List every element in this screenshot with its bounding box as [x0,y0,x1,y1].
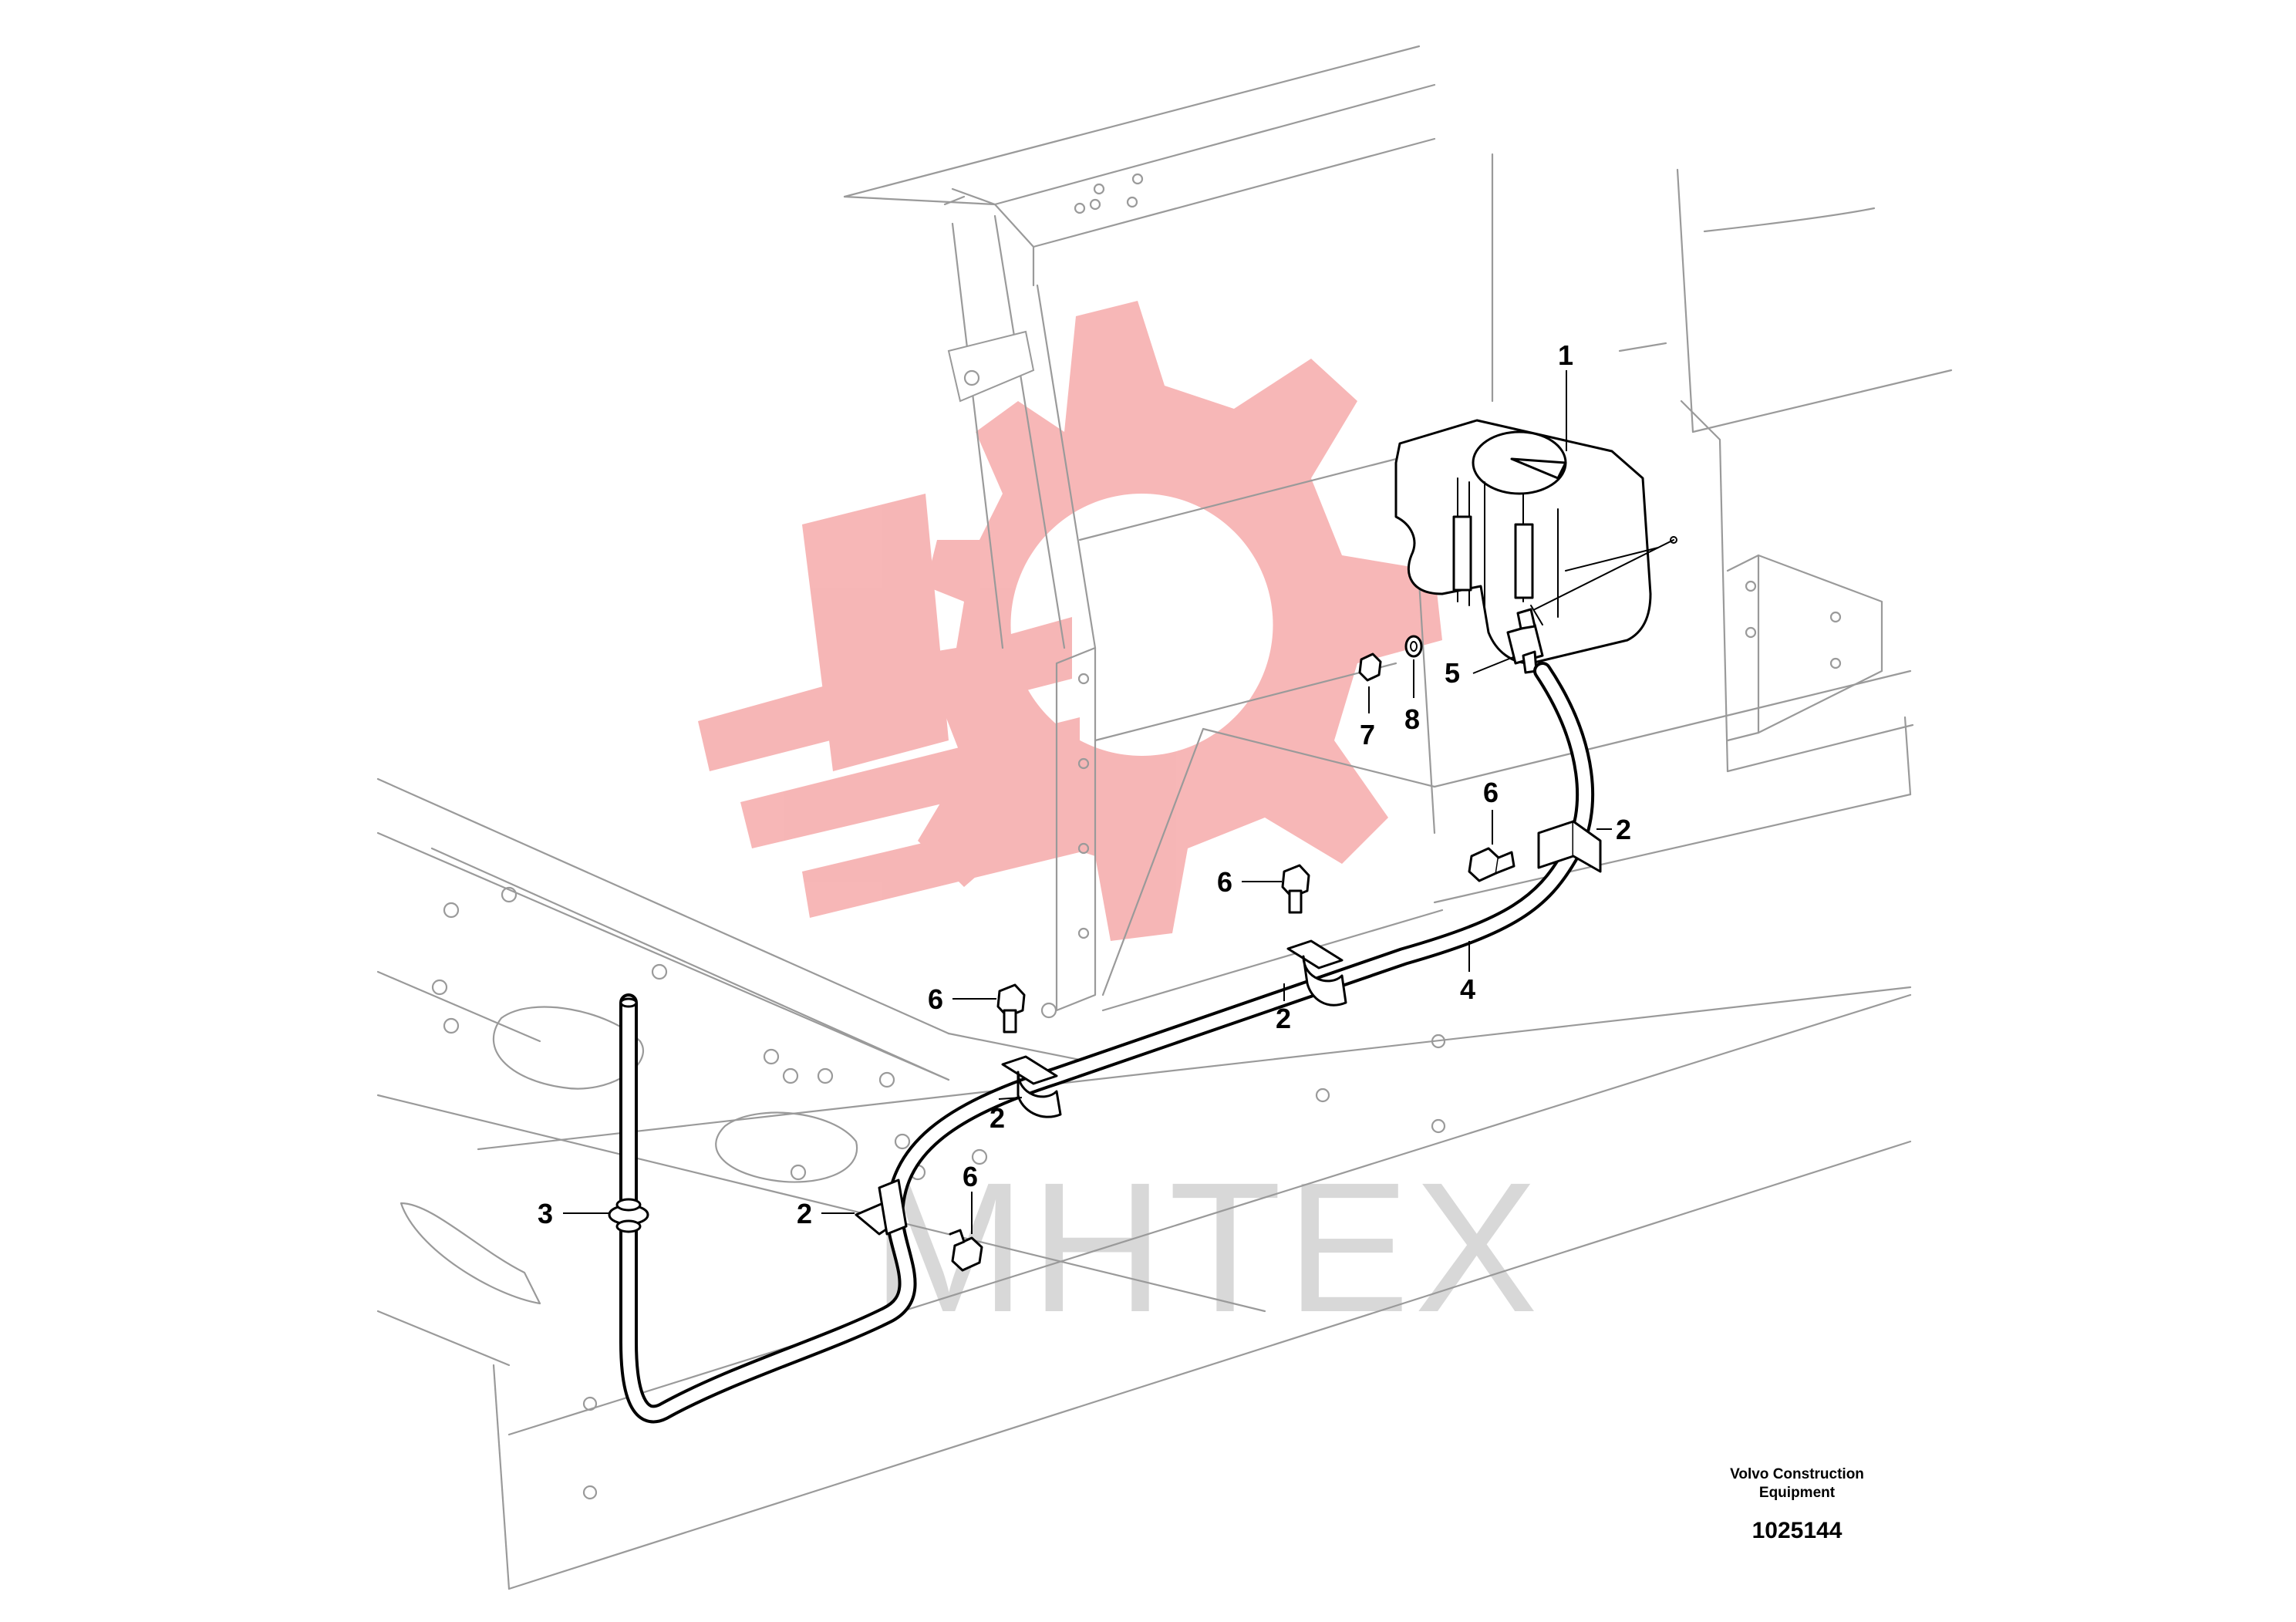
callout-7: 7 [1360,719,1375,750]
callout-1: 1 [1558,339,1573,371]
callout-6-lower: 6 [963,1161,978,1192]
callout-numbers: 1 2 2 2 2 3 4 5 6 6 6 6 7 8 [538,339,1631,1229]
fasteners [949,635,1515,1272]
callout-2-lower: 2 [797,1198,812,1229]
credit-block: Volvo Construction Equipment 1025144 [1681,1465,1913,1544]
credit-line-division: Equipment [1758,1485,1836,1501]
drawing-number: 1025144 [1752,1518,1843,1543]
watermark-gear-logo [698,301,1442,941]
callout-2-middle: 2 [1276,1003,1291,1034]
callout-6-right: 6 [1483,777,1499,808]
callout-3: 3 [538,1198,553,1229]
hose-clamps [855,820,1602,1236]
callout-8: 8 [1404,703,1420,735]
callout-6-left: 6 [928,983,943,1015]
credit-line-company: Volvo Construction [1730,1466,1864,1482]
callout-2-left: 2 [990,1102,1005,1134]
washer-reservoir [1394,419,1677,665]
pump-fitting [1506,608,1544,674]
nozzle-grommet [608,997,649,1233]
callout-2-right: 2 [1616,814,1631,845]
callout-4: 4 [1460,973,1475,1005]
leader-lines [563,370,1612,1234]
callout-6-middle: 6 [1217,866,1232,898]
machine-frame [376,45,1953,1590]
callout-5: 5 [1445,657,1460,689]
